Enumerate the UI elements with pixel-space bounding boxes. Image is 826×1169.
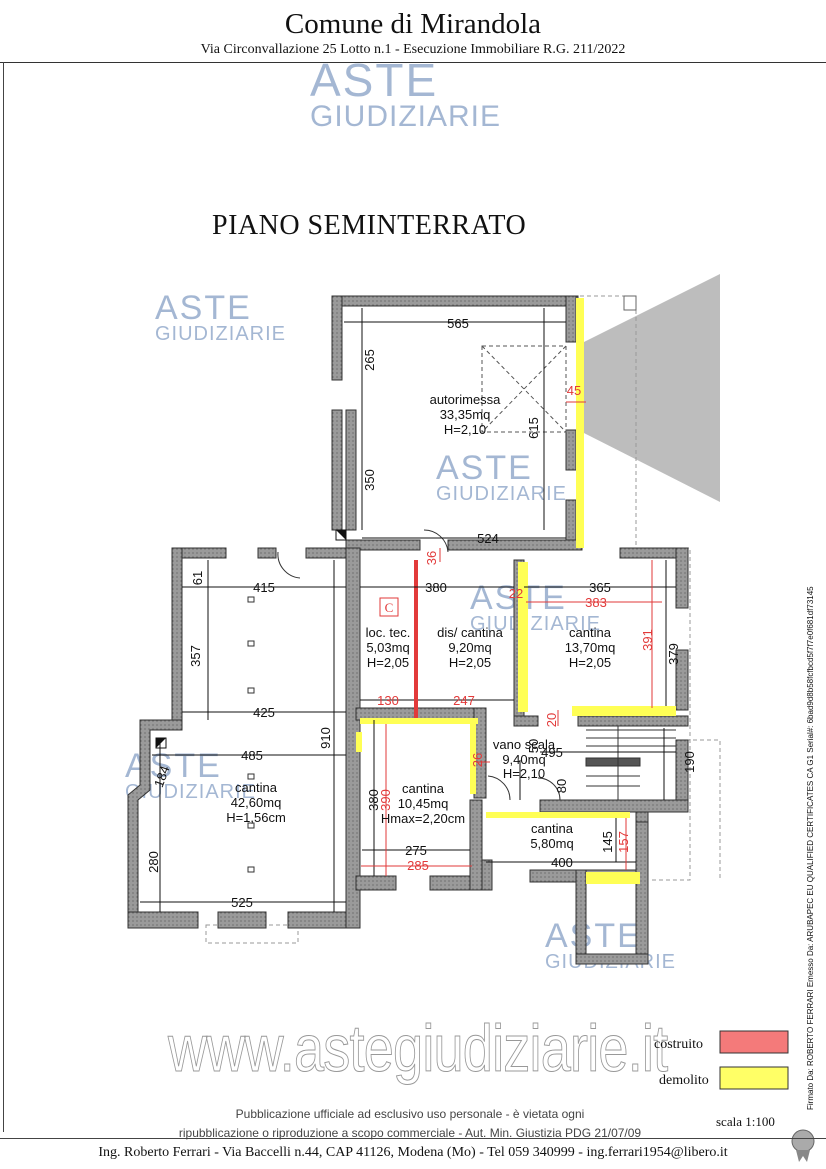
dim: 357 [188, 645, 203, 667]
walls [127, 295, 689, 965]
room-area: 5,80mq [530, 836, 573, 851]
dim: 350 [362, 469, 377, 491]
room-name: cantina [531, 821, 574, 836]
dim-red: 390 [378, 789, 393, 811]
dim-red: 36 [424, 551, 439, 565]
left-border [3, 62, 4, 1132]
room-area: 13,70mq [565, 640, 616, 655]
seal-icon [791, 1129, 815, 1162]
watermark-url: www.astegiudiziarie.it [168, 1011, 669, 1086]
dim: 145 [600, 831, 615, 853]
dim: 184 [151, 764, 173, 790]
dim-red: 391 [640, 629, 655, 651]
wall [331, 295, 579, 307]
disclaimer: Pubblicazione ufficiale ad esclusivo uso… [178, 1107, 642, 1140]
dim-red: 130 [377, 693, 399, 708]
dim-red: 157 [616, 831, 631, 853]
room-name: vano scala [493, 737, 556, 752]
legend-swatch-built [719, 1030, 789, 1054]
dim: 495 [541, 745, 563, 760]
footer-divider [0, 1138, 826, 1139]
room-area: 9,20mq [448, 640, 491, 655]
dim-red: 247 [453, 693, 475, 708]
dim: 61 [190, 571, 205, 585]
room-height: H=2,10 [503, 766, 545, 781]
room-name: dis/ cantina [437, 625, 504, 640]
document-title: Comune di Mirandola [284, 8, 542, 40]
dim: 615 [526, 417, 541, 439]
dim-red: 383 [585, 595, 607, 610]
room-area: 33,35mq [440, 407, 491, 422]
dim: 910 [318, 727, 333, 749]
dim: 50 [526, 739, 541, 753]
room-height: H=1,56cm [226, 810, 286, 825]
room-area: 9,40mq [502, 752, 545, 767]
dim-red: 45 [567, 383, 581, 398]
legend-swatch-demolished [719, 1066, 789, 1090]
room-name: cantina [402, 781, 445, 796]
room-height: Hmax=2,20cm [381, 811, 465, 826]
room-area: 5,03mq [366, 640, 409, 655]
red-dimension-lines [361, 401, 662, 876]
dim: 379 [666, 643, 681, 665]
footer-contact: Ing. Roberto Ferrari - Via Baccelli n.44… [98, 1145, 728, 1160]
dim-red: 285 [407, 858, 429, 873]
dim-red: 26 [470, 753, 485, 767]
legend-label-demolished: demolito [659, 1073, 709, 1088]
room-name: cantina [569, 625, 612, 640]
room-area: 10,45mq [398, 796, 449, 811]
legend-label-built: costruito [654, 1037, 703, 1052]
dim: 280 [146, 851, 161, 873]
room-name: loc. tec. [366, 625, 411, 640]
scale-label: scala 1:100 [716, 1114, 775, 1129]
door-swings [277, 529, 561, 801]
dim: 380 [425, 580, 447, 595]
dimension-lines [140, 308, 676, 912]
dim: 485 [241, 748, 263, 763]
dim: 565 [447, 316, 469, 331]
dim-red: 20 [544, 713, 559, 727]
dim: 525 [231, 895, 253, 910]
stair-treads [585, 726, 676, 800]
plan-title: PIANO SEMINTERRATO [212, 210, 527, 241]
room-height: H=2,05 [367, 655, 409, 670]
projection-wedge [578, 274, 720, 502]
dim: 380 [366, 789, 381, 811]
dim: 275 [405, 843, 427, 858]
built-marks [414, 560, 418, 718]
document-subtitle: Via Circonvallazione 25 Lotto n.1 - Esec… [200, 42, 626, 57]
demolished-marks [356, 298, 676, 884]
dim-red: 22 [509, 586, 523, 601]
room-tag: C [385, 600, 394, 615]
room-height: H=2,05 [569, 655, 611, 670]
room-area: 42,60mq [231, 795, 282, 810]
dim: 365 [589, 580, 611, 595]
dim: 524 [477, 531, 499, 546]
room-name: autorimessa [430, 392, 502, 407]
digital-signature: Firmato Da: ROBERTO FERRARI Emesso Da: A… [806, 586, 815, 1110]
dim: 425 [253, 705, 275, 720]
room-height: H=2,05 [449, 655, 491, 670]
dim: 400 [551, 855, 573, 870]
dim: 415 [253, 580, 275, 595]
header-divider [0, 62, 826, 63]
room-name: cantina [235, 780, 278, 795]
dim: 190 [682, 751, 697, 773]
dim: 80 [554, 779, 569, 793]
dim: 265 [362, 349, 377, 371]
room-height: H=2,10 [444, 422, 486, 437]
